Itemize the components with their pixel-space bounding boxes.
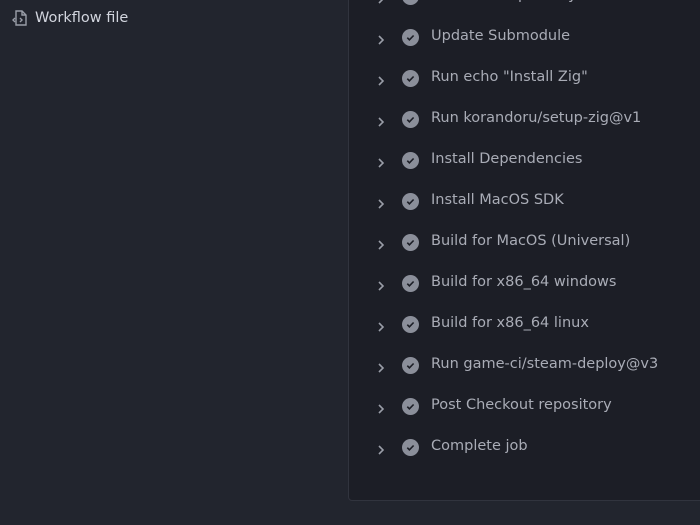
step-label: Install MacOS SDK xyxy=(431,192,564,208)
check-circle-icon xyxy=(402,357,419,378)
workflow-file-link[interactable]: Workflow file xyxy=(11,9,128,27)
check-circle-icon xyxy=(402,152,419,173)
step-row[interactable]: Install Dependencies xyxy=(349,140,700,181)
step-row[interactable]: Build for x86_64 linux xyxy=(349,304,700,345)
step-label: Build for MacOS (Universal) xyxy=(431,233,631,249)
step-row[interactable]: Run game-ci/steam-deploy@v3 xyxy=(349,345,700,386)
chevron-right-icon[interactable] xyxy=(376,31,386,50)
check-circle-icon xyxy=(402,439,419,460)
check-circle-icon xyxy=(402,234,419,255)
check-circle-icon xyxy=(402,70,419,91)
job-steps-panel: Checkout repository Update Submodule Run… xyxy=(348,0,700,501)
file-code-icon xyxy=(11,9,29,27)
chevron-right-icon[interactable] xyxy=(376,441,386,460)
step-label: Build for x86_64 windows xyxy=(431,274,617,290)
workflow-file-label: Workflow file xyxy=(35,10,129,26)
step-row[interactable]: Run echo "Install Zig" xyxy=(349,58,700,99)
step-label: Install Dependencies xyxy=(431,151,583,167)
step-row[interactable]: Update Submodule xyxy=(349,17,700,58)
step-label: Run echo "Install Zig" xyxy=(431,69,588,85)
chevron-right-icon[interactable] xyxy=(376,154,386,173)
step-row[interactable]: Complete job xyxy=(349,427,700,468)
step-label: Post Checkout repository xyxy=(431,397,612,413)
chevron-right-icon[interactable] xyxy=(376,236,386,255)
check-circle-icon xyxy=(402,193,419,214)
check-circle-icon xyxy=(402,29,419,50)
step-label: Checkout repository xyxy=(431,0,577,3)
chevron-right-icon[interactable] xyxy=(376,113,386,132)
steps-list: Checkout repository Update Submodule Run… xyxy=(349,0,700,468)
chevron-right-icon[interactable] xyxy=(376,318,386,337)
step-label: Run korandoru/setup-zig@v1 xyxy=(431,110,642,126)
step-row[interactable]: Install MacOS SDK xyxy=(349,181,700,222)
chevron-right-icon[interactable] xyxy=(376,72,386,91)
step-label: Complete job xyxy=(431,438,528,454)
step-label: Run game-ci/steam-deploy@v3 xyxy=(431,356,659,372)
step-label: Build for x86_64 linux xyxy=(431,315,589,331)
chevron-right-icon[interactable] xyxy=(376,400,386,419)
step-row[interactable]: Build for x86_64 windows xyxy=(349,263,700,304)
check-circle-icon xyxy=(402,0,419,9)
step-label: Update Submodule xyxy=(431,28,571,44)
step-row[interactable]: Run korandoru/setup-zig@v1 xyxy=(349,99,700,140)
check-circle-icon xyxy=(402,316,419,337)
check-circle-icon xyxy=(402,398,419,419)
chevron-right-icon[interactable] xyxy=(376,0,386,9)
chevron-right-icon[interactable] xyxy=(376,359,386,378)
check-circle-icon xyxy=(402,275,419,296)
chevron-right-icon[interactable] xyxy=(376,195,386,214)
check-circle-icon xyxy=(402,111,419,132)
step-row[interactable]: Post Checkout repository xyxy=(349,386,700,427)
step-row[interactable]: Checkout repository xyxy=(349,0,700,17)
step-row[interactable]: Build for MacOS (Universal) xyxy=(349,222,700,263)
chevron-right-icon[interactable] xyxy=(376,277,386,296)
